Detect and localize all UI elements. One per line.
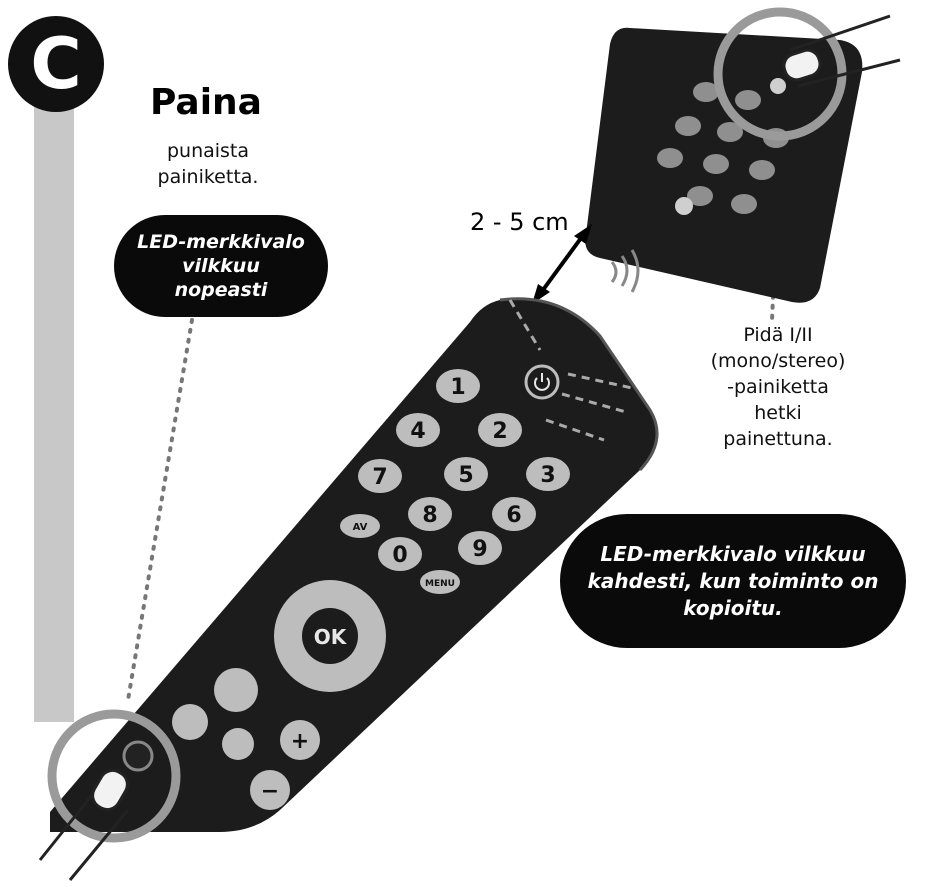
led-fast-callout: LED-merkkivalo vilkkuu nopeasti	[114, 215, 328, 317]
led-twice-text: LED-merkkivalo vilkkuu kahdesti, kun toi…	[587, 541, 879, 620]
instruction-subtitle: punaista painiketta.	[157, 140, 259, 188]
key-7-label: 7	[372, 465, 387, 490]
finger-bottom-icon	[38, 768, 130, 881]
plus-key-label: +	[291, 729, 309, 754]
finger-top-icon	[782, 14, 901, 88]
av-key-label: AV	[353, 522, 368, 533]
key-3-label: 3	[540, 463, 555, 488]
minus-key-label: −	[261, 779, 279, 804]
menu-key	[420, 570, 460, 594]
plus-key	[280, 720, 320, 760]
highlight-ring-bottom	[47, 709, 181, 843]
red-key	[122, 740, 154, 772]
channel-key	[172, 704, 208, 740]
original-remote	[585, 27, 863, 303]
ok-label: OK	[314, 625, 348, 649]
instruction-title: Paina	[150, 82, 262, 123]
av-key	[340, 514, 380, 538]
key-4-label: 4	[410, 419, 425, 444]
key-0-label: 0	[392, 543, 407, 568]
power-icon	[534, 373, 550, 391]
key-1-label: 1	[450, 375, 465, 400]
step-badge: C	[8, 16, 104, 112]
menu-key-label: MENU	[425, 579, 455, 589]
key-9-label: 9	[472, 537, 487, 562]
hold-instruction: Pidä I/II (mono/stereo) -painiketta hetk…	[710, 324, 846, 450]
volume-key	[214, 668, 258, 712]
led-twice-callout: LED-merkkivalo vilkkuu kahdesti, kun toi…	[560, 514, 906, 648]
key-6-label: 6	[506, 503, 521, 528]
minus-key	[250, 770, 290, 810]
key-2-label: 2	[492, 419, 507, 444]
distance-arrow-icon	[532, 224, 592, 304]
original-remote-keys	[657, 78, 789, 215]
led-fast-text: LED-merkkivalo vilkkuu nopeasti	[137, 231, 305, 301]
ok-button	[302, 608, 358, 664]
key-5-label: 5	[458, 463, 473, 488]
side-bar	[34, 100, 74, 722]
number-keys	[358, 369, 570, 571]
key-8-label: 8	[422, 503, 437, 528]
dotted-guide-left	[126, 318, 194, 702]
mute-key	[222, 728, 254, 760]
distance-label: 2 - 5 cm	[470, 208, 569, 236]
